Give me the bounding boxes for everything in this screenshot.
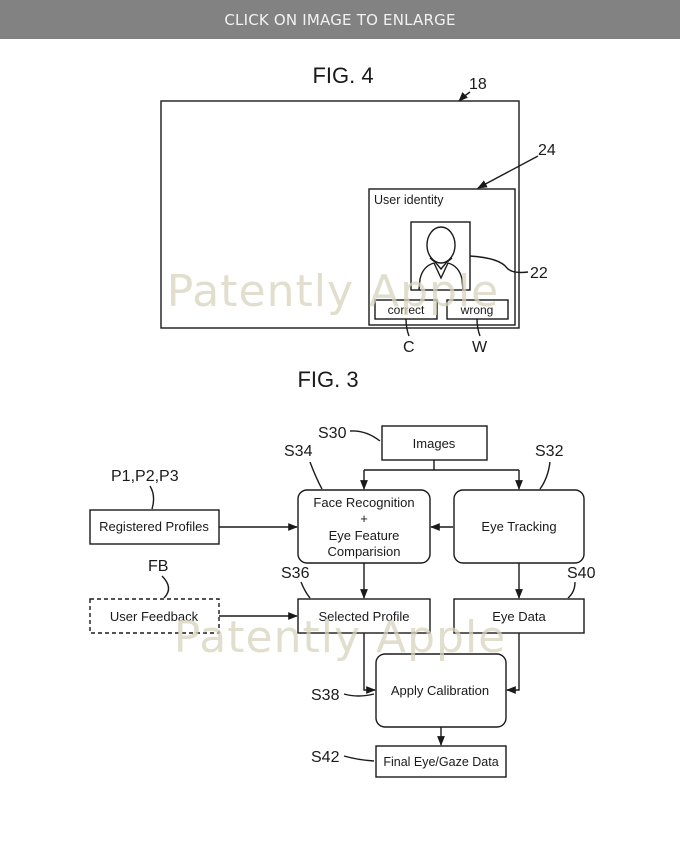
enlarge-banner[interactable]: CLICK ON IMAGE TO ENLARGE	[0, 0, 680, 39]
ref-display-leader	[458, 91, 471, 102]
step-s30-leader	[349, 430, 381, 442]
ref-panel: 24	[538, 142, 556, 159]
node-user-feedback-label: User Feedback	[110, 609, 199, 624]
wrong-button-label: wrong	[460, 303, 494, 317]
step-s32-leader	[539, 461, 551, 490]
step-s32: S32	[535, 443, 564, 460]
watermark-top: Patently Apple	[167, 266, 499, 317]
node-images-label: Images	[413, 436, 456, 451]
step-s40: S40	[567, 565, 596, 582]
face-line-4: Comparision	[328, 544, 401, 559]
node-final-data-label: Final Eye/Gaze Data	[383, 755, 498, 769]
step-s34-leader	[309, 461, 323, 490]
face-line-3: Eye Feature	[329, 528, 400, 543]
step-s36-leader	[300, 581, 311, 599]
step-s38: S38	[311, 687, 340, 704]
user-avatar-icon	[418, 226, 464, 291]
node-user-feedback	[89, 598, 220, 634]
ref-p1p2p3: P1,P2,P3	[111, 468, 179, 485]
ref-photo-leader	[469, 255, 529, 274]
step-s30: S30	[318, 425, 347, 442]
step-s42: S42	[311, 749, 340, 766]
fig4: FIG. 4 18 24 User identity 22 correct wr…	[160, 63, 556, 356]
step-s40-leader	[567, 581, 576, 599]
correct-button-label: correct	[388, 303, 425, 317]
ref-correct: C	[403, 339, 415, 356]
node-eye-data-label: Eye Data	[492, 609, 546, 624]
node-selected-profile-label: Selected Profile	[318, 609, 409, 624]
ref-fb-leader	[161, 575, 170, 599]
ref-wrong-leader	[476, 318, 481, 337]
ref-correct-leader	[405, 318, 410, 337]
ref-p1p2p3-leader	[149, 485, 155, 510]
step-s38-leader	[343, 693, 375, 697]
ref-panel-leader	[477, 155, 539, 189]
face-line-2: +	[360, 511, 368, 526]
user-identity-panel	[368, 188, 516, 326]
fig3: FIG. 3 Images S30 Face Recognition + Eye…	[89, 367, 596, 778]
watermark-bottom: Patently Apple	[174, 612, 506, 663]
node-eye-tracking-label: Eye Tracking	[481, 519, 556, 534]
step-s34: S34	[284, 443, 313, 460]
face-line-1: Face Recognition	[313, 495, 414, 510]
step-s42-leader	[343, 755, 375, 762]
flow-arrows	[219, 460, 523, 746]
ref-wrong: W	[472, 339, 488, 356]
ref-fb: FB	[148, 558, 168, 575]
step-s36: S36	[281, 565, 310, 582]
ref-photo: 22	[530, 265, 548, 282]
node-registered-profiles-label: Registered Profiles	[99, 519, 209, 534]
node-apply-calibration-label: Apply Calibration	[391, 683, 489, 698]
node-final-data	[375, 745, 507, 778]
patent-figures[interactable]: FIG. 4 18 24 User identity 22 correct wr…	[0, 39, 680, 858]
enlarge-banner-text: CLICK ON IMAGE TO ENLARGE	[224, 10, 456, 29]
fig3-title: FIG. 3	[297, 367, 358, 392]
panel-title: User identity	[374, 193, 444, 207]
ref-display: 18	[469, 76, 487, 93]
display-screen	[160, 100, 520, 329]
fig4-title: FIG. 4	[312, 63, 373, 88]
